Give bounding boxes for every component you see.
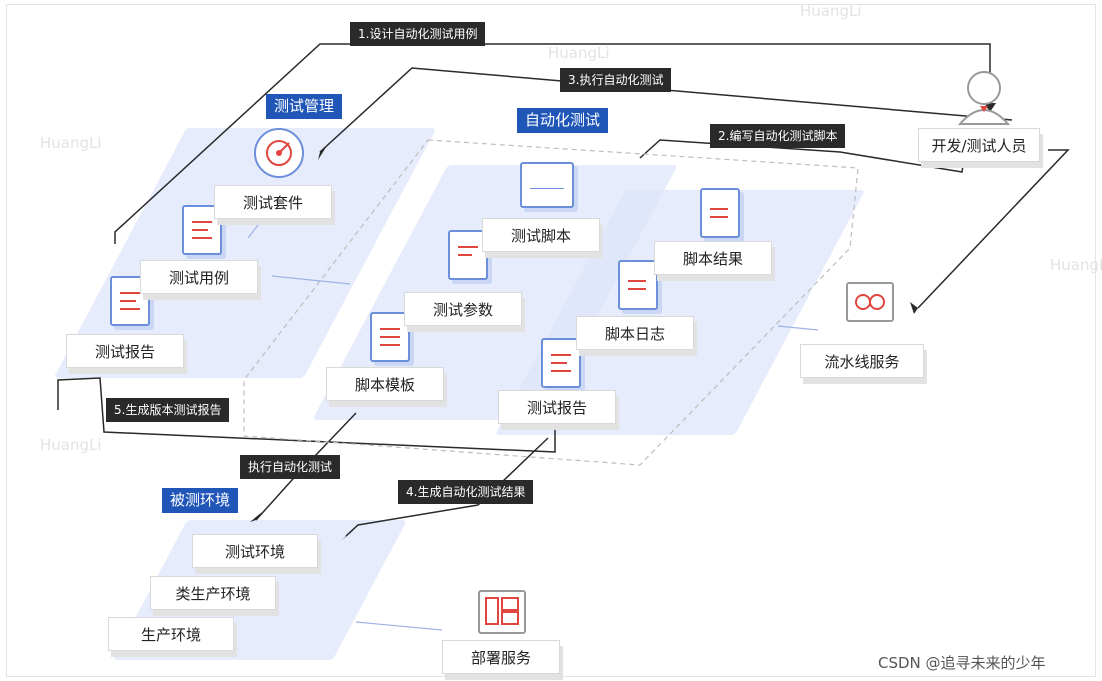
box-script-result: 脚本结果 [654,241,772,275]
csdn-credit: CSDN @追寻未来的少年 [878,654,1046,672]
test-params-icon [448,230,488,280]
diagram-frame [6,4,1096,677]
box-test-script: 测试脚本 [482,218,600,252]
box-deploy: 部署服务 [442,640,560,674]
section-automation: 自动化测试 [517,108,609,133]
target-glyph [266,140,292,166]
deploy-icon [478,590,526,634]
arrowhead-pipeline [910,302,918,314]
box-env-prod: 生产环境 [108,617,234,651]
link-case-to-automation [271,275,351,285]
line-step1 [114,43,991,244]
line-step3 [319,67,1013,153]
box-pipeline: 流水线服务 [800,344,924,378]
watermark-1: HuangLi [800,2,862,20]
test-report-center-icon [541,338,581,388]
step3-label: 3.执行自动化测试 [560,68,672,92]
box-test-case: 测试用例 [140,260,258,294]
deploy-glyph [485,597,519,625]
line-step5 [57,377,556,453]
arrowhead-exec [250,512,262,522]
section-test-management: 测试管理 [266,94,343,119]
line-exec [255,412,357,521]
box-developer: 开发/测试人员 [918,128,1040,162]
step2-label: 2.编写自动化测试脚本 [710,124,846,148]
box-test-report-left: 测试报告 [66,334,184,368]
box-test-params: 测试参数 [404,292,522,326]
watermark-3: HuangLi [40,134,102,152]
watermark-5: HuangLi [1050,256,1102,274]
arrowhead-step1 [984,103,996,112]
watermark-2: HuangLi [548,44,610,62]
target-icon [254,128,304,178]
script-result-icon [700,188,740,238]
box-script-template: 脚本模板 [326,367,444,401]
step5-label: 5.生成版本测试报告 [106,398,230,422]
section-environment: 被测环境 [162,488,239,513]
pipeline-icon [846,282,894,322]
link-suite-to-case [247,219,263,239]
arrowhead-step4 [342,530,354,540]
line-step2 [639,139,966,173]
exec-label: 执行自动化测试 [240,455,341,479]
box-script-log: 脚本日志 [576,316,694,350]
infinity-glyph [855,294,885,310]
step1-label: 1.设计自动化测试用例 [350,22,486,46]
box-test-suite: 测试套件 [214,185,332,219]
watermark-4: HuangLi [40,436,102,454]
box-env-preprod: 类生产环境 [150,576,276,610]
user-icon [957,71,1011,125]
link-deploy [355,621,443,631]
line-pipeline [917,149,1070,309]
box-test-report-center: 测试报告 [498,390,616,424]
automation-boundary [243,139,859,466]
arrowhead-step3 [318,144,328,160]
test-report-left-icon [110,276,150,326]
test-script-icon [520,162,574,208]
script-template-icon [370,312,410,362]
link-pipeline [777,325,819,331]
line-step4 [345,437,549,537]
box-env-test: 测试环境 [192,534,318,568]
script-log-icon [618,260,658,310]
step4-label: 4.生成自动化测试结果 [398,480,534,504]
